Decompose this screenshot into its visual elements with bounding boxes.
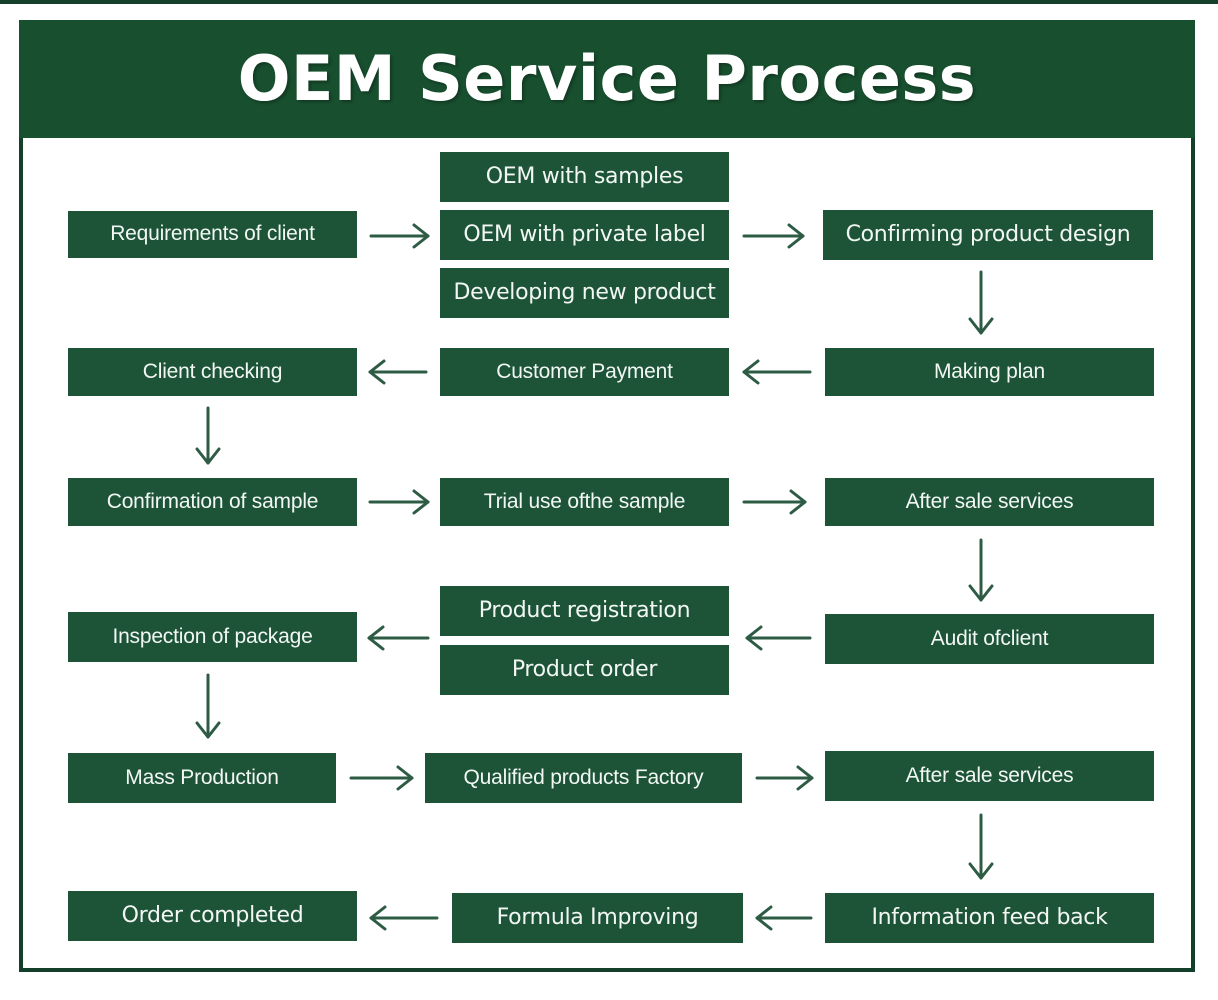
flow-node-confirmation-of-sample[interactable]: Confirmation of sample xyxy=(68,478,357,526)
connector-arrow-left-feedback-to-formula xyxy=(755,905,813,931)
connector-arrow-down-aftersale2-to-feedback xyxy=(968,813,994,880)
flow-node-making-plan[interactable]: Making plan xyxy=(825,348,1154,396)
top-edge-strip xyxy=(0,0,1218,4)
flow-node-mass-production[interactable]: Mass Production xyxy=(68,753,336,803)
flow-node-confirming-product-design[interactable]: Confirming product design xyxy=(823,210,1153,260)
flow-node-product-order[interactable]: Product order xyxy=(440,645,729,695)
connector-arrow-right-req-to-oem xyxy=(369,223,430,249)
connector-arrow-left-registration-to-inspection xyxy=(367,625,430,651)
flow-node-customer-payment[interactable]: Customer Payment xyxy=(440,348,729,396)
connector-arrow-right-oem-to-confirm xyxy=(742,223,805,249)
connector-arrow-left-plan-to-payment xyxy=(742,359,812,385)
flow-node-trial-use-of-the-sample[interactable]: Trial use ofthe sample xyxy=(440,478,729,526)
title-band: OEM Service Process xyxy=(19,20,1195,138)
connector-arrow-left-payment-to-checking xyxy=(368,359,428,385)
flow-node-order-completed[interactable]: Order completed xyxy=(68,891,357,941)
connector-arrow-right-confirmation-to-trial xyxy=(368,489,430,515)
flow-node-product-registration[interactable]: Product registration xyxy=(440,586,729,636)
connector-arrow-down-aftersale-to-audit xyxy=(968,538,994,602)
flow-node-oem-with-samples[interactable]: OEM with samples xyxy=(440,152,729,202)
connector-arrow-down-inspection-to-mass xyxy=(195,673,221,739)
connector-arrow-left-formula-to-order xyxy=(369,905,439,931)
connector-arrow-down-confirm-to-plan xyxy=(968,270,994,335)
connector-arrow-right-qualified-to-aftersale2 xyxy=(755,765,814,791)
flow-node-oem-with-private-label[interactable]: OEM with private label xyxy=(440,210,729,260)
flow-node-information-feed-back[interactable]: Information feed back xyxy=(825,893,1154,943)
flow-node-inspection-of-package[interactable]: Inspection of package xyxy=(68,612,357,662)
flow-node-client-checking[interactable]: Client checking xyxy=(68,348,357,396)
flow-node-audit-of-client[interactable]: Audit ofclient xyxy=(825,614,1154,664)
connector-arrow-down-checking-to-confirmation xyxy=(195,406,221,465)
flow-node-after-sale-services-2[interactable]: After sale services xyxy=(825,751,1154,801)
flow-node-formula-improving[interactable]: Formula Improving xyxy=(452,893,743,943)
page-title: OEM Service Process xyxy=(237,42,977,115)
flow-node-after-sale-services-1[interactable]: After sale services xyxy=(825,478,1154,526)
flow-node-developing-new-product[interactable]: Developing new product xyxy=(440,268,729,318)
connector-arrow-right-mass-to-qualified xyxy=(349,765,414,791)
connector-arrow-right-trial-to-aftersale xyxy=(742,489,807,515)
connector-arrow-left-audit-to-registration xyxy=(745,625,812,651)
flow-node-requirements-of-client[interactable]: Requirements of client xyxy=(68,211,357,258)
flow-node-qualified-products-factory[interactable]: Qualified products Factory xyxy=(425,753,742,803)
